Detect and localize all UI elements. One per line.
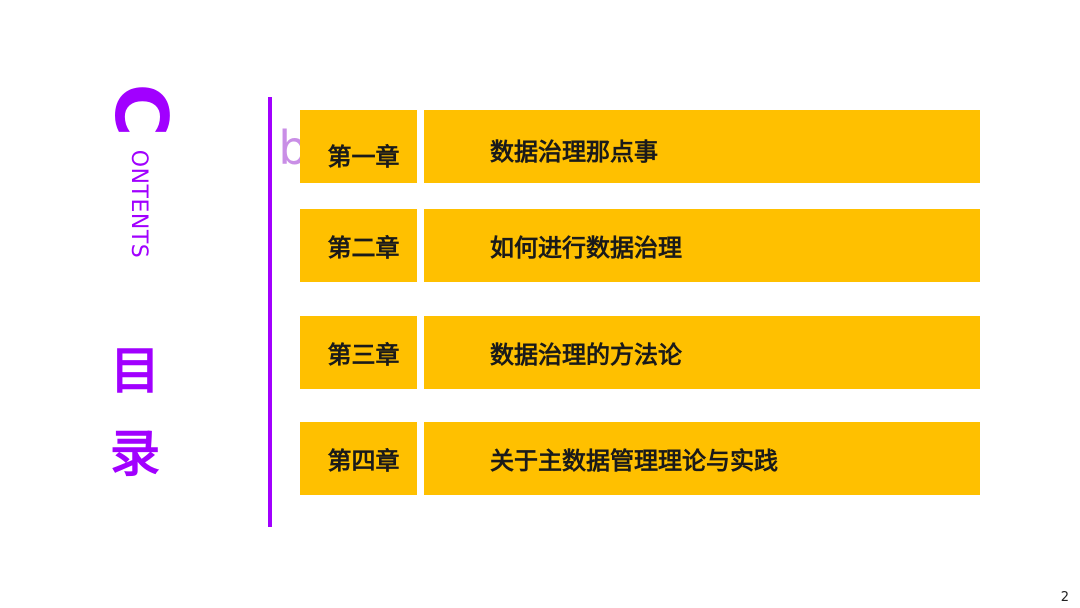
chapter-3-title[interactable]: 数据治理的方法论	[424, 316, 980, 389]
chapter-2-title[interactable]: 如何进行数据治理	[424, 209, 980, 282]
contents-initial: C	[99, 83, 183, 137]
chapter-1-number[interactable]: 第一章	[300, 110, 417, 183]
page-number: 2	[1060, 590, 1069, 605]
chapter-4-number[interactable]: 第四章	[300, 422, 417, 495]
contents-label: ONTENTS	[126, 149, 152, 259]
mulu-char-2: 录	[110, 425, 160, 483]
vertical-divider	[268, 97, 272, 527]
chapter-3-number[interactable]: 第三章	[300, 316, 417, 389]
chapter-1-title[interactable]: 数据治理那点事	[424, 110, 980, 183]
mulu-char-1: 目	[110, 342, 160, 400]
chapter-2-number[interactable]: 第二章	[300, 209, 417, 282]
chapter-4-title[interactable]: 关于主数据管理理论与实践	[424, 422, 980, 495]
